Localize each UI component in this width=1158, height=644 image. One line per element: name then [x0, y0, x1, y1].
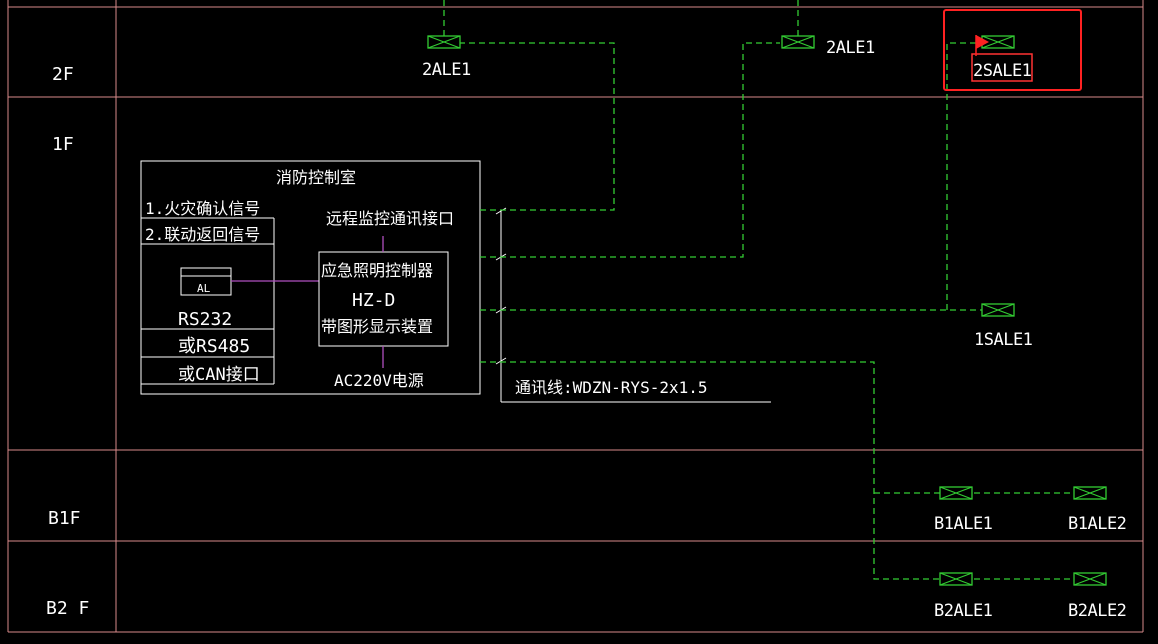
fire-control-room: 消防控制室 1.火灾确认信号 2.联动返回信号 AL RS232 或RS485 … [140, 160, 481, 395]
communication-wiring [443, 0, 1074, 580]
al-label: AL [197, 282, 211, 295]
controller-name: 应急照明控制器 [321, 261, 433, 280]
floor-grid [7, 0, 1144, 633]
signal-linkage-return: 2.联动返回信号 [145, 225, 260, 244]
floor-label-b2f: B2 F [46, 598, 89, 619]
power-supply-label: AC220V电源 [334, 371, 424, 390]
device-label: B1ALE1 [934, 514, 993, 534]
floor-label-b1f: B1F [48, 508, 81, 529]
device-label: B2ALE1 [934, 601, 993, 621]
control-room-title: 消防控制室 [276, 168, 356, 187]
interface-rs485: 或RS485 [178, 336, 250, 357]
remote-monitor-interface: 远程监控通讯接口 [326, 209, 454, 228]
selection-highlight [943, 9, 1082, 91]
device-1sale1[interactable]: 1SALE1 [974, 303, 1033, 350]
device-label: B2ALE2 [1068, 601, 1126, 621]
cable-annotation: 通讯线:WDZN-RYS-2x1.5 [495, 207, 771, 403]
device-label: 1SALE1 [974, 330, 1033, 350]
control-room-frame [140, 160, 481, 395]
floor-label-2f: 2F [52, 64, 74, 85]
controller-display: 带图形显示装置 [321, 317, 433, 336]
device-b2ale1[interactable]: B2ALE1 [934, 572, 993, 621]
device-b2ale2[interactable]: B2ALE2 [1068, 572, 1127, 621]
controller-model: HZ-D [352, 290, 395, 311]
device-b1ale1[interactable]: B1ALE1 [934, 486, 993, 534]
flag-icon [976, 35, 989, 49]
device-label: 2ALE1 [826, 38, 875, 58]
interface-rs232: RS232 [178, 309, 232, 330]
cable-spec-label: 通讯线:WDZN-RYS-2x1.5 [515, 378, 708, 397]
interface-can: 或CAN接口 [178, 365, 260, 385]
device-label: 2SALE1 [973, 61, 1032, 81]
floor-label-1f: 1F [52, 134, 74, 155]
device-label: 2ALE1 [422, 60, 471, 80]
device-2ale1-a[interactable]: 2ALE1 [422, 35, 471, 80]
device-label: B1ALE2 [1068, 514, 1126, 534]
signal-fire-confirm: 1.火灾确认信号 [145, 199, 260, 218]
device-2ale1-b[interactable]: 2ALE1 [781, 35, 875, 58]
device-b1ale2[interactable]: B1ALE2 [1068, 486, 1127, 534]
